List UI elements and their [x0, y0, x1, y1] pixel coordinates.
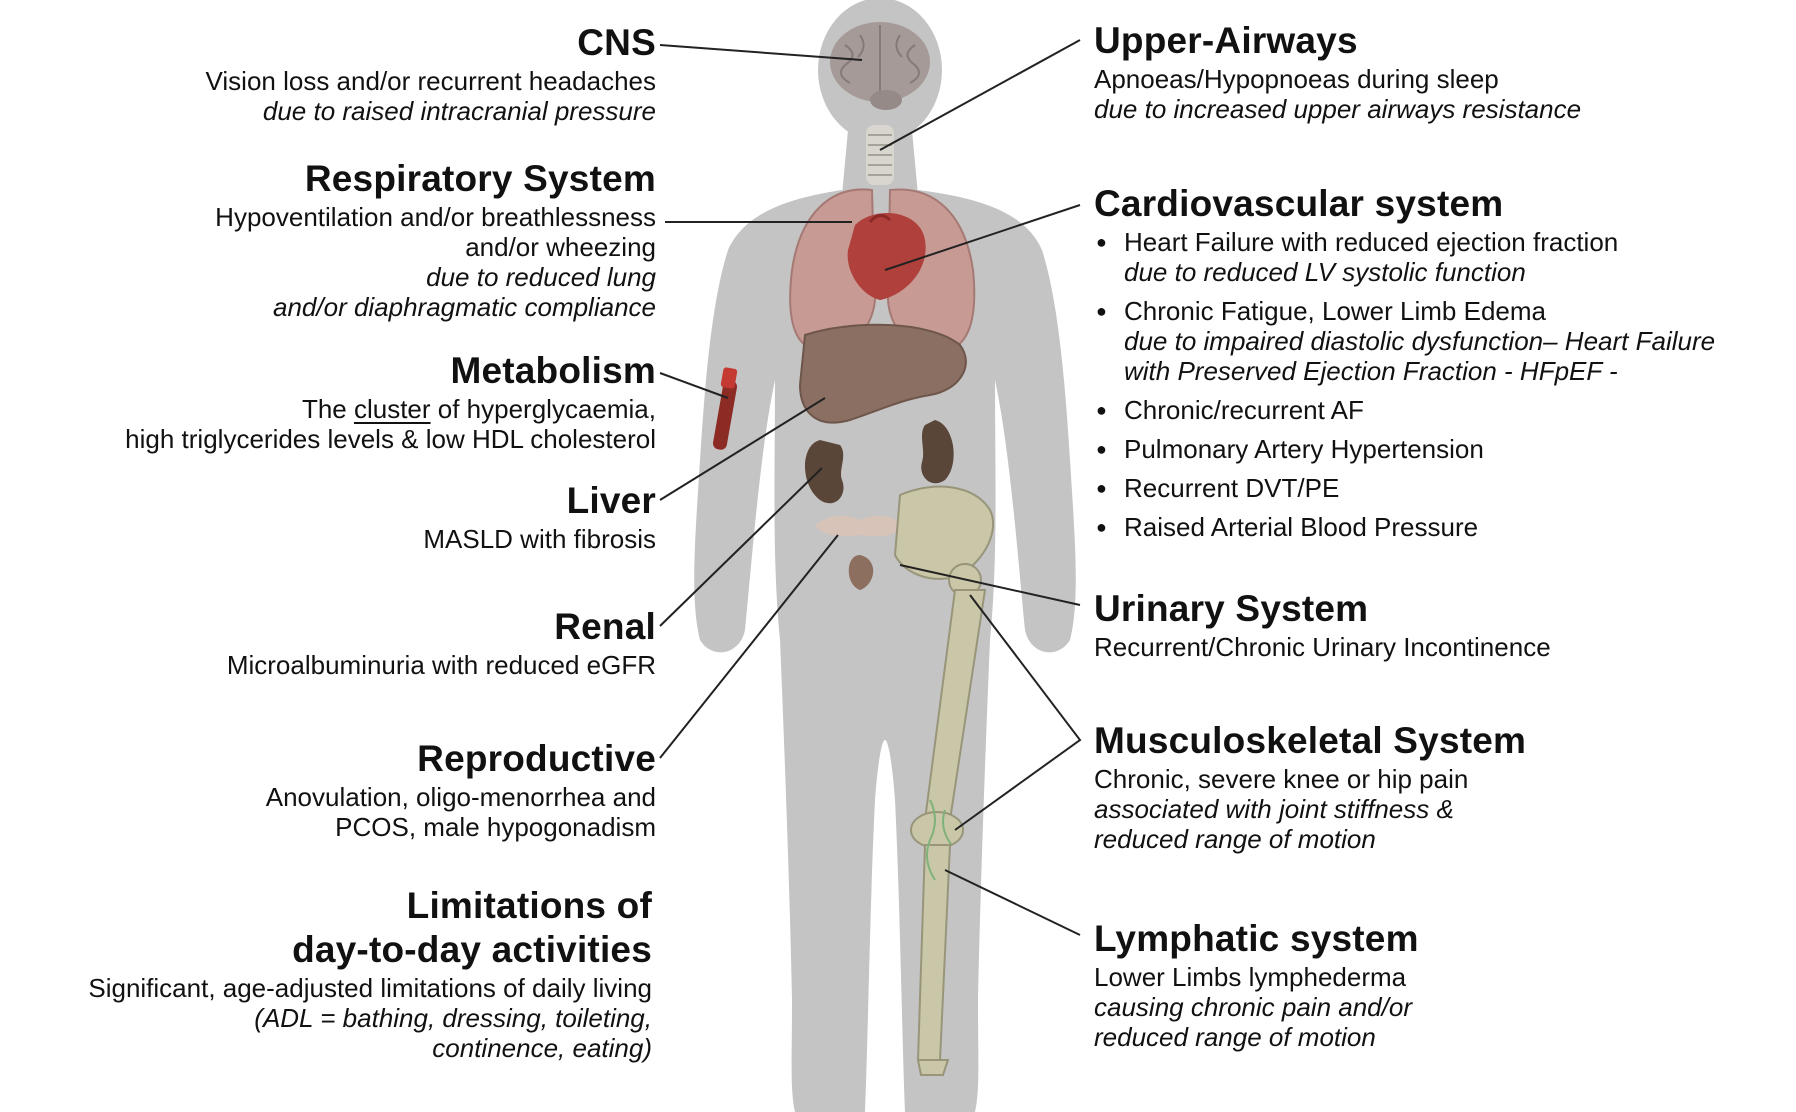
cardiovascular-item-text: Raised Arterial Blood Pressure: [1124, 512, 1478, 542]
cardiovascular-title: Cardiovascular system: [1094, 183, 1715, 225]
limitations-title-1: Limitations of: [88, 885, 652, 927]
renal-label: Renal Microalbuminuria with reduced eGFR: [227, 606, 656, 680]
cns-title: CNS: [206, 22, 656, 64]
metabolism-description-1: The cluster of hyperglycaemia,: [125, 394, 656, 424]
cardiovascular-item-text: Recurrent DVT/PE: [1124, 473, 1339, 503]
liver-label: Liver MASLD with fibrosis: [423, 480, 656, 554]
lymphatic-cause-1: causing chronic pain and/or: [1094, 992, 1419, 1022]
trachea-organ: [866, 125, 894, 185]
cardiovascular-item-cause: due to reduced LV systolic function: [1124, 257, 1715, 287]
metabolism-label: Metabolism The cluster of hyperglycaemia…: [125, 350, 656, 454]
cardiovascular-item-cause: with Preserved Ejection Fraction - HFpEF…: [1124, 356, 1715, 386]
respiratory-description-1: Hypoventilation and/or breathlessness: [215, 202, 656, 232]
cardiovascular-item-text: Pulmonary Artery Hypertension: [1124, 434, 1484, 464]
cardiovascular-item-text: Chronic/recurrent AF: [1124, 395, 1364, 425]
cardiovascular-item-text: Chronic Fatigue, Lower Limb Edema: [1124, 296, 1546, 326]
cardiovascular-item: Heart Failure with reduced ejection frac…: [1094, 227, 1715, 287]
metabolism-text-post: of hyperglycaemia,: [431, 394, 656, 424]
respiratory-cause-1: due to reduced lung: [215, 262, 656, 292]
cardiovascular-list: Heart Failure with reduced ejection frac…: [1094, 227, 1715, 542]
cardiovascular-item: Pulmonary Artery Hypertension: [1094, 434, 1715, 464]
upper-airways-title: Upper-Airways: [1094, 20, 1581, 62]
musculoskeletal-cause-1: associated with joint stiffness &: [1094, 794, 1526, 824]
cns-cause: due to raised intracranial pressure: [206, 96, 656, 126]
limitations-title-2: day-to-day activities: [88, 929, 652, 971]
liver-title: Liver: [423, 480, 656, 522]
lymphatic-cause-2: reduced range of motion: [1094, 1022, 1419, 1052]
lymphatic-description: Lower Limbs lymphederma: [1094, 962, 1419, 992]
reproductive-title: Reproductive: [266, 738, 656, 780]
cardiovascular-item: Chronic/recurrent AF: [1094, 395, 1715, 425]
cardiovascular-item-text: Heart Failure with reduced ejection frac…: [1124, 227, 1618, 257]
upper-airways-description: Apnoeas/Hypopnoeas during sleep: [1094, 64, 1581, 94]
upper-airways-cause: due to increased upper airways resistanc…: [1094, 94, 1581, 124]
urinary-label: Urinary System Recurrent/Chronic Urinary…: [1094, 588, 1551, 662]
limitations-cause-2: continence, eating): [88, 1033, 652, 1063]
reproductive-description-2: PCOS, male hypogonadism: [266, 812, 656, 842]
cardiovascular-item: Raised Arterial Blood Pressure: [1094, 512, 1715, 542]
cns-description: Vision loss and/or recurrent headaches: [206, 66, 656, 96]
respiratory-cause-2: and/or diaphragmatic compliance: [215, 292, 656, 322]
urinary-description: Recurrent/Chronic Urinary Incontinence: [1094, 632, 1551, 662]
cardiovascular-item: Recurrent DVT/PE: [1094, 473, 1715, 503]
musculoskeletal-label: Musculoskeletal System Chronic, severe k…: [1094, 720, 1526, 854]
lymphatic-label: Lymphatic system Lower Limbs lymphederma…: [1094, 918, 1419, 1052]
metabolism-text-underlined: cluster: [354, 394, 431, 424]
renal-title: Renal: [227, 606, 656, 648]
respiratory-description-2: and/or wheezing: [215, 232, 656, 262]
musculoskeletal-cause-2: reduced range of motion: [1094, 824, 1526, 854]
reproductive-description-1: Anovulation, oligo-menorrhea and: [266, 782, 656, 812]
cardiovascular-label: Cardiovascular system Heart Failure with…: [1094, 183, 1715, 551]
limitations-cause-1: (ADL = bathing, dressing, toileting,: [88, 1003, 652, 1033]
limitations-label: Limitations of day-to-day activities Sig…: [88, 885, 652, 1063]
renal-description: Microalbuminuria with reduced eGFR: [227, 650, 656, 680]
metabolism-text-pre: The: [302, 394, 354, 424]
respiratory-label: Respiratory System Hypoventilation and/o…: [215, 158, 656, 322]
metabolism-title: Metabolism: [125, 350, 656, 392]
metabolism-description-2: high triglycerides levels & low HDL chol…: [125, 424, 656, 454]
cardiovascular-item-cause: due to impaired diastolic dysfunction– H…: [1124, 326, 1715, 356]
urinary-title: Urinary System: [1094, 588, 1551, 630]
liver-description: MASLD with fibrosis: [423, 524, 656, 554]
cns-label: CNS Vision loss and/or recurrent headach…: [206, 22, 656, 126]
limitations-description: Significant, age-adjusted limitations of…: [88, 973, 652, 1003]
musculoskeletal-description: Chronic, severe knee or hip pain: [1094, 764, 1526, 794]
lymphatic-title: Lymphatic system: [1094, 918, 1419, 960]
upper-airways-label: Upper-Airways Apnoeas/Hypopnoeas during …: [1094, 20, 1581, 124]
musculoskeletal-title: Musculoskeletal System: [1094, 720, 1526, 762]
reproductive-label: Reproductive Anovulation, oligo-menorrhe…: [266, 738, 656, 842]
respiratory-title: Respiratory System: [215, 158, 656, 200]
